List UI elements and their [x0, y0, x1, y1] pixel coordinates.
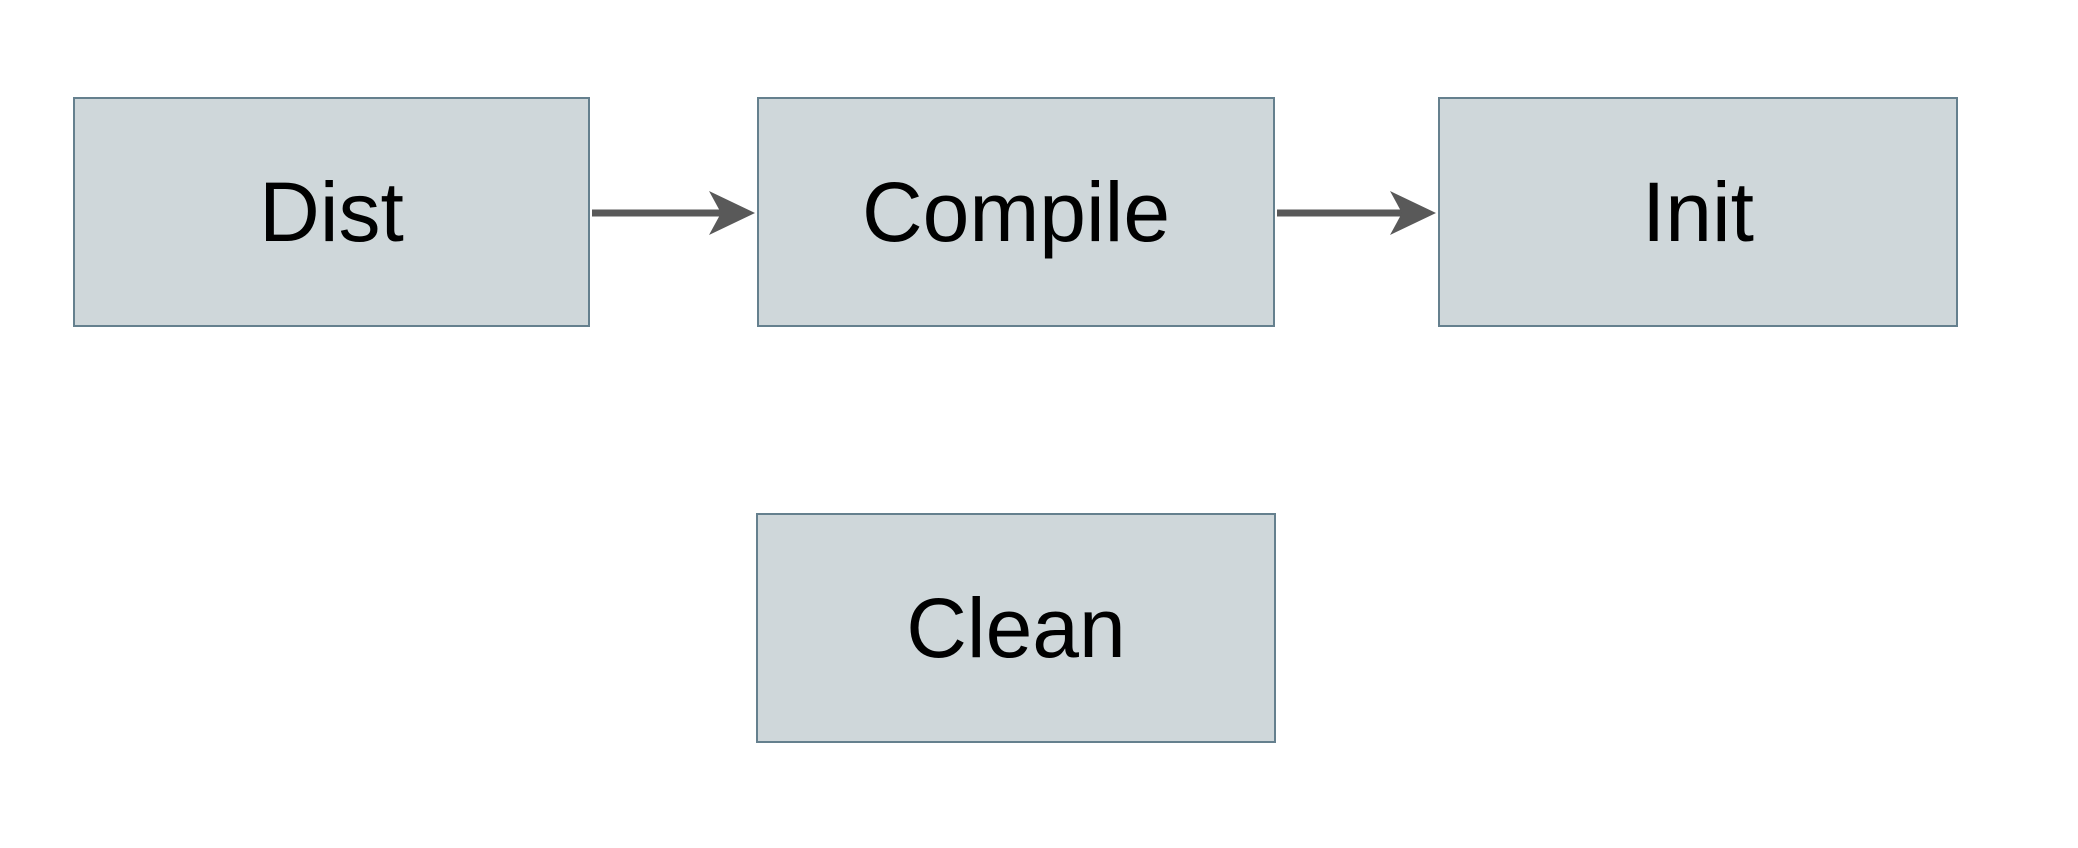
node-compile: Compile — [757, 97, 1275, 327]
node-init-label: Init — [1641, 165, 1755, 259]
node-clean-label: Clean — [906, 581, 1126, 675]
node-init: Init — [1438, 97, 1958, 327]
node-clean: Clean — [756, 513, 1276, 743]
arrowhead-icon — [709, 191, 755, 235]
node-dist: Dist — [73, 97, 590, 327]
node-dist-label: Dist — [259, 165, 404, 259]
node-compile-label: Compile — [861, 165, 1171, 259]
arrow-dist-to-compile — [592, 191, 755, 235]
arrow-compile-to-init — [1277, 191, 1436, 235]
arrowhead-icon — [1390, 191, 1436, 235]
